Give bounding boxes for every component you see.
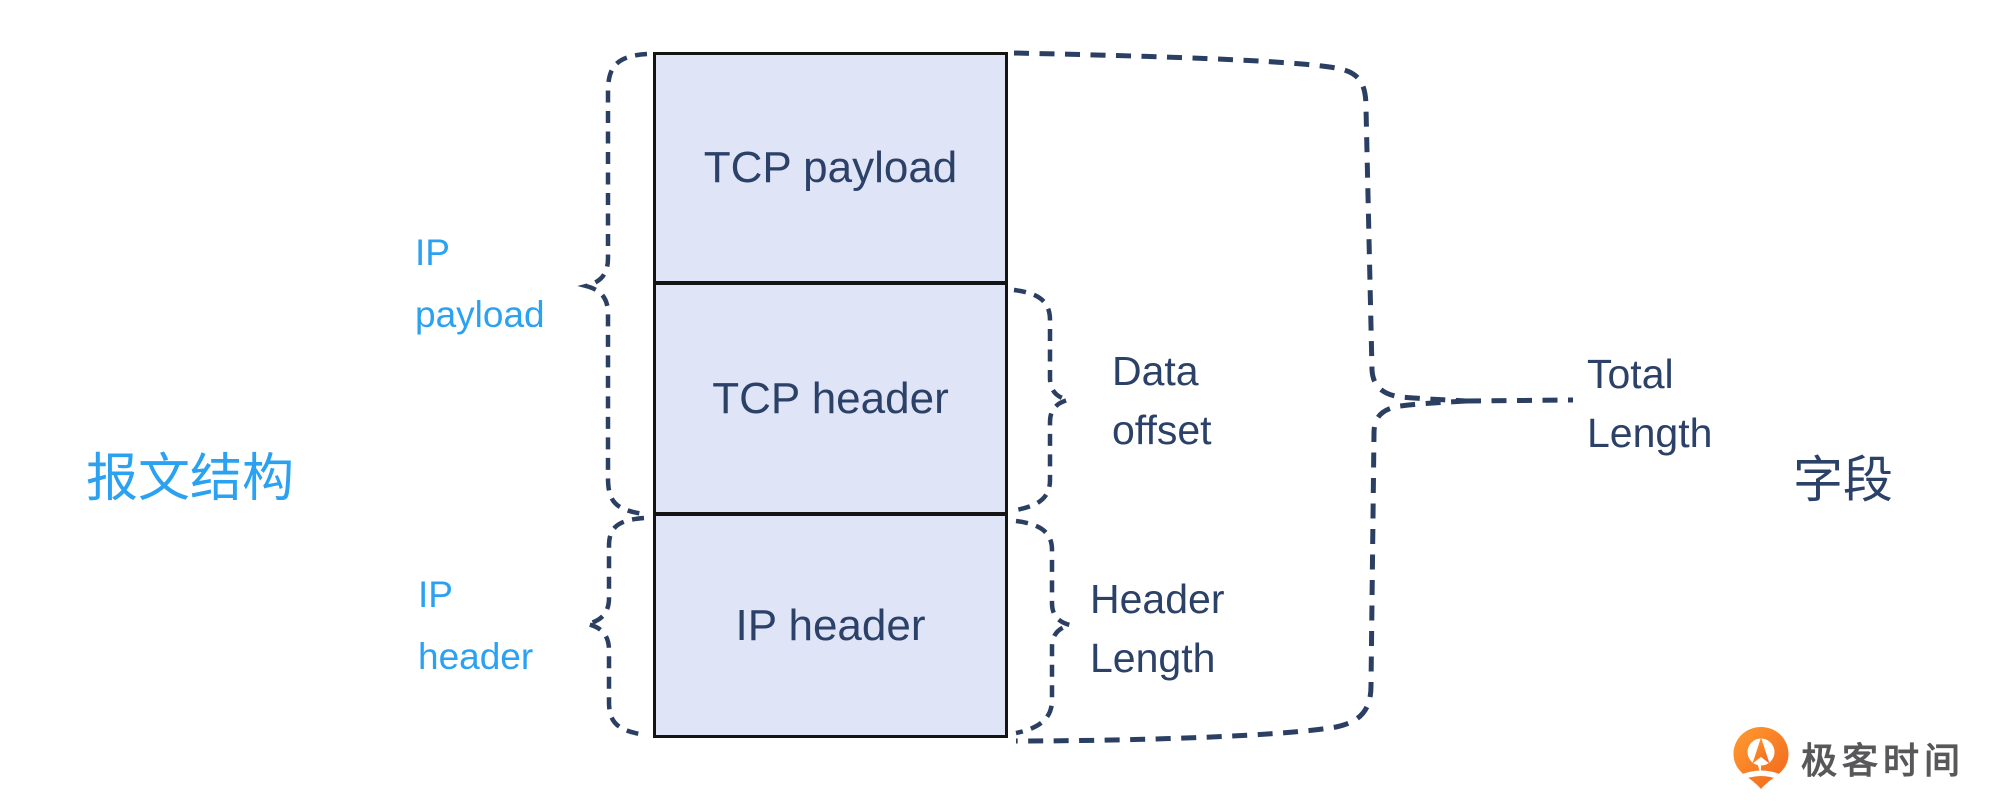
header-length-brace [1015,518,1071,736]
header-length-label-line2: Length [1090,635,1216,681]
geektime-logo-text: 极客时间 [1801,740,1966,781]
box-divider [656,512,1005,516]
ip-header-box: IP header [656,516,1005,735]
total-length-label-line2: Length [1587,410,1713,456]
ip-header-box-label: IP header [735,600,926,650]
data-offset-label: Data offset [1112,342,1212,460]
ip-payload-label-line2: payload [415,294,545,335]
ip-header-label: IP header [418,564,533,688]
ip-payload-brace [577,51,648,517]
field-title: 字段 [1793,452,1893,508]
total-length-label: Total Length [1587,345,1712,463]
data-offset-label-line2: offset [1112,407,1212,453]
tcp-header-box-label: TCP header [712,373,949,423]
header-length-label: Header Length [1090,570,1224,688]
box-divider [656,281,1005,285]
geektime-logo: 极客时间 [1732,726,1965,790]
total-length-leader-line [1465,397,1574,404]
total-length-brace-upper [1013,50,1467,404]
packet-stack: TCP payload TCP header IP header [653,52,1008,738]
tcp-header-box: TCP header [656,285,1005,512]
ip-payload-label-line1: IP [415,232,450,273]
message-structure-title: 报文结构 [86,450,295,508]
total-length-label-line1: Total [1587,351,1674,397]
data-offset-label-line1: Data [1112,348,1199,394]
header-length-label-line1: Header [1090,576,1225,622]
tcp-payload-box: TCP payload [656,55,1005,281]
data-offset-brace [1013,287,1069,513]
geektime-logo-icon [1733,727,1789,789]
ip-header-brace [586,515,647,738]
total-length-brace-lower [1015,398,1467,744]
tcp-payload-box-label: TCP payload [703,143,958,192]
ip-header-label-line1: IP [418,574,453,615]
ip-header-label-line2: header [418,636,534,677]
ip-payload-label: IP payload [415,222,545,346]
